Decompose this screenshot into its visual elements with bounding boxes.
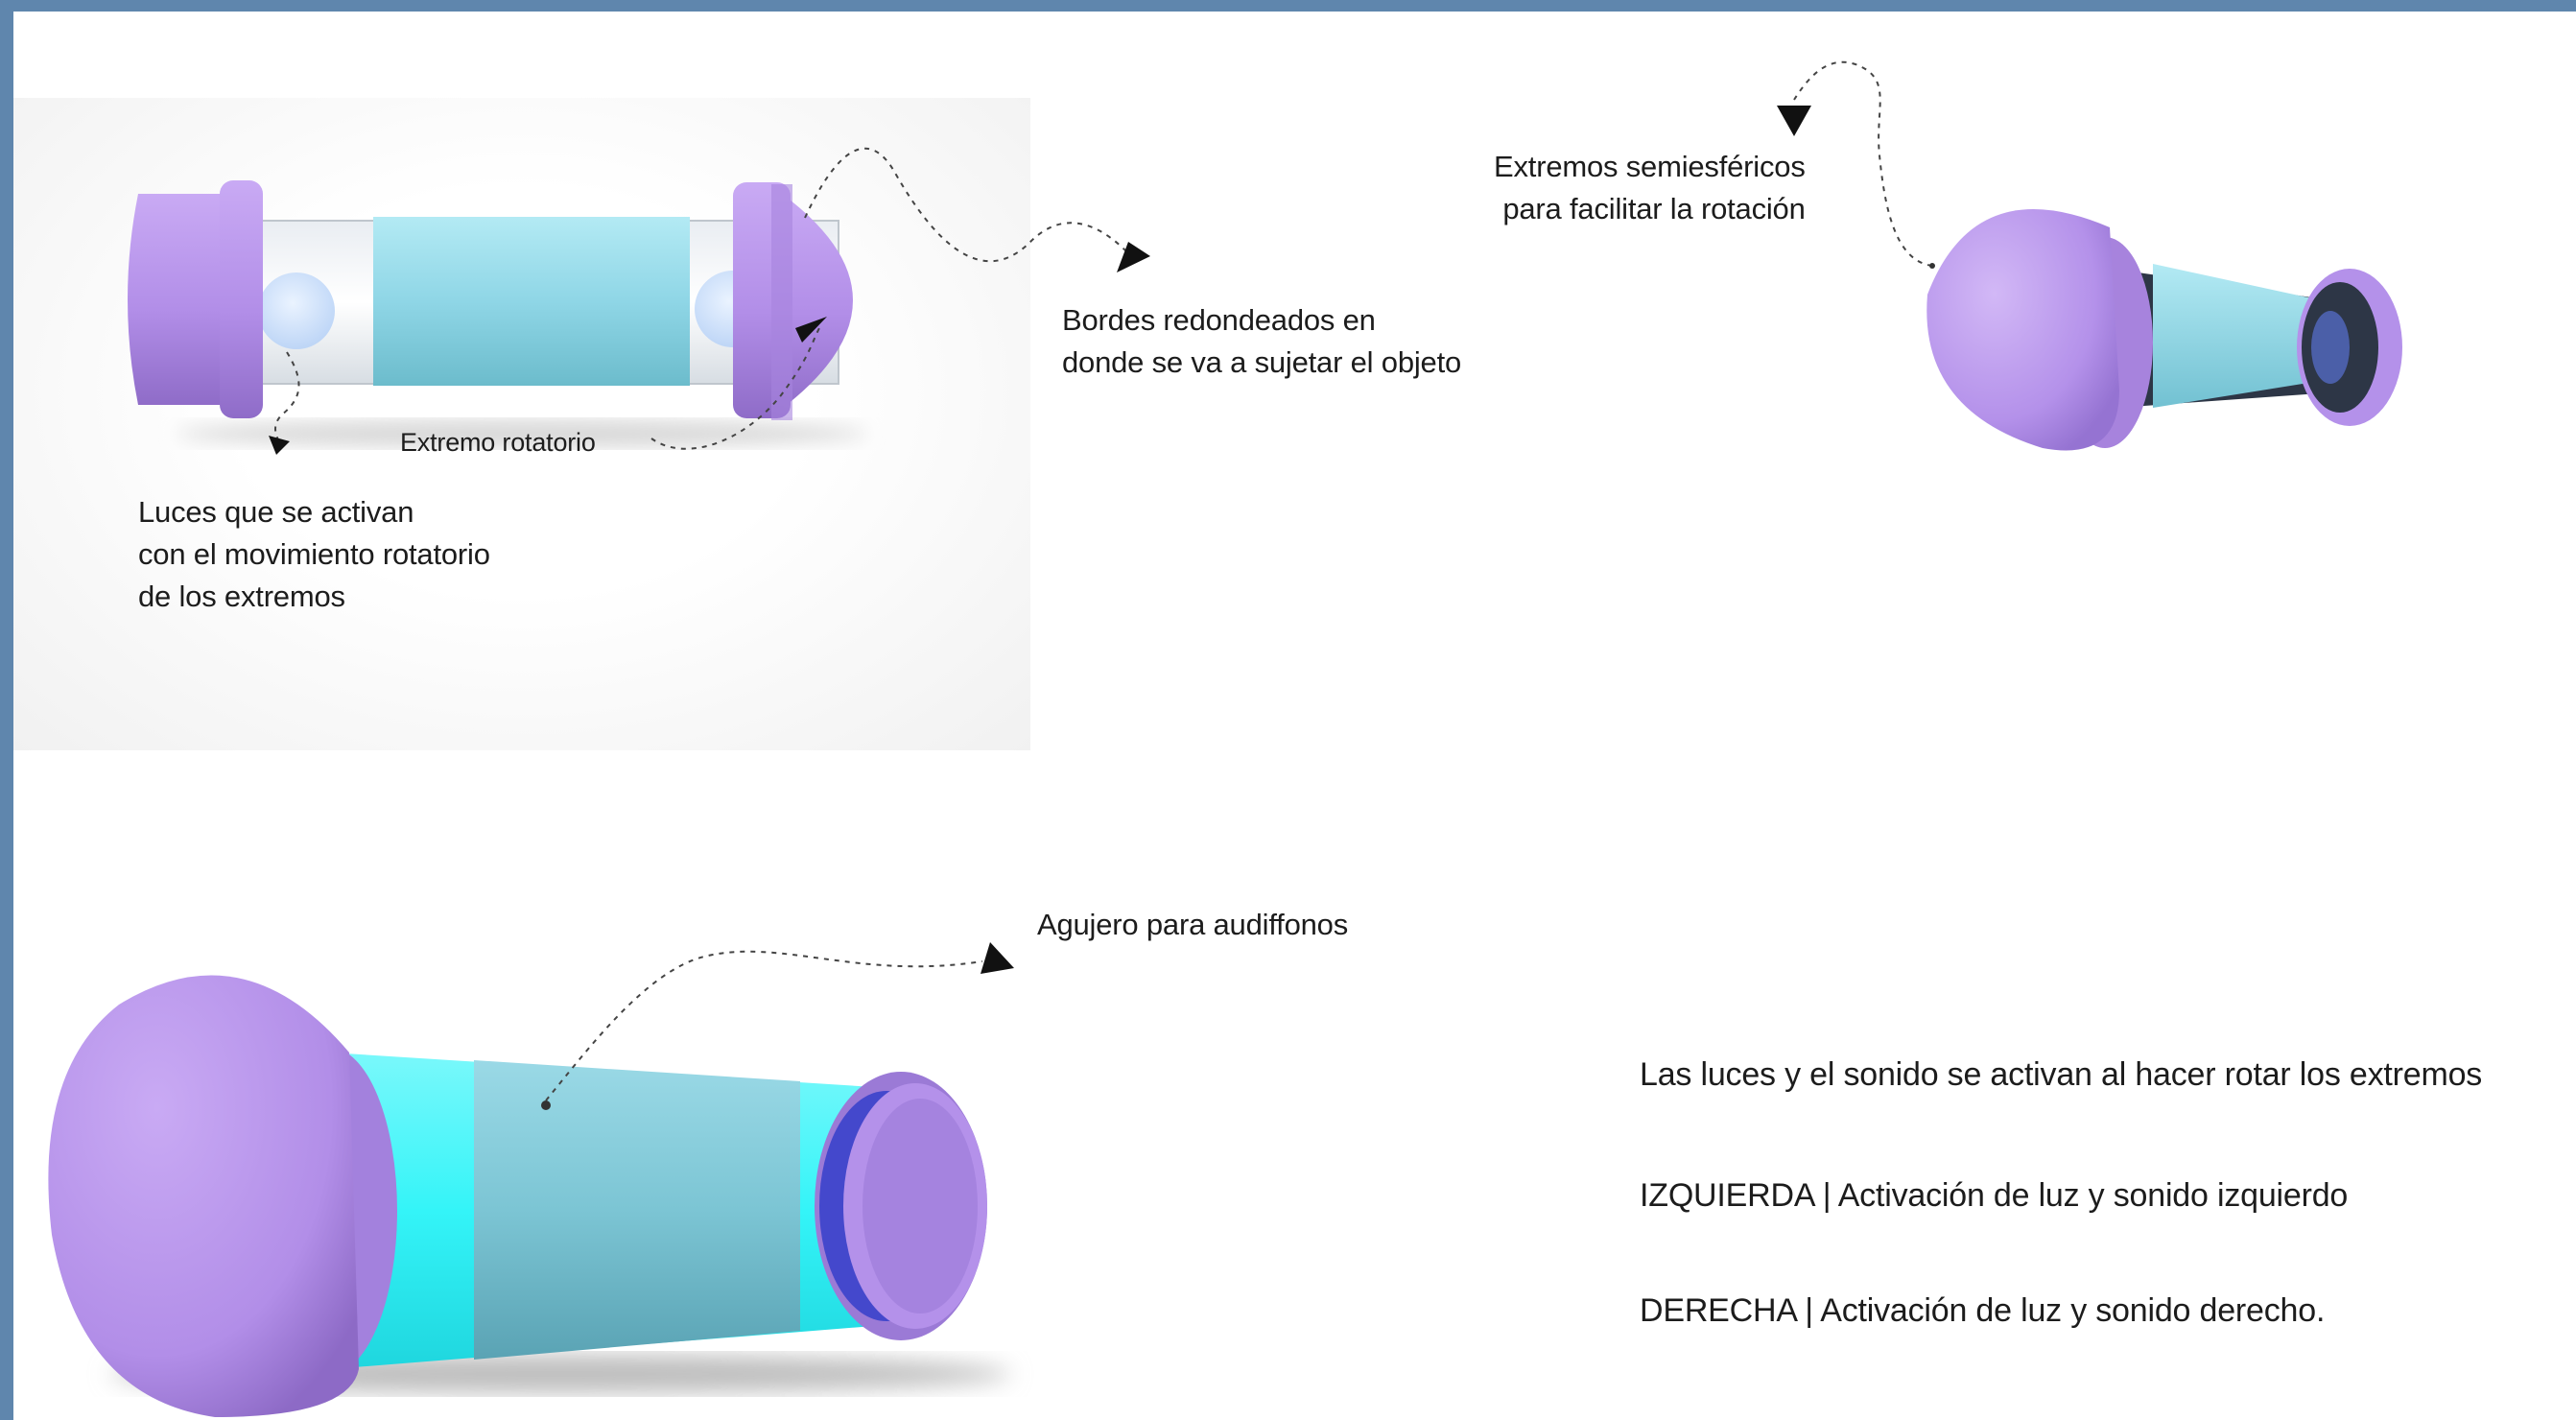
label-luces-extremos: Luces que se activan con el movimiento r… (138, 495, 490, 614)
description-derecha: DERECHA | Activación de luz y sonido der… (1640, 1292, 2326, 1329)
label-bordes-redondeados: Bordes redondeados en donde se va a suje… (1062, 303, 1462, 380)
device-render-angled (1926, 209, 2402, 451)
description-izquierda: IZQUIERDA | Activación de luz y sonido i… (1640, 1177, 2349, 1214)
product-sheet: Extremo rotatorio Luces que se activan c… (13, 12, 2576, 1420)
label-agujero-audifonos: Agujero para audiffonos (1037, 908, 1349, 941)
description-intro: Las luces y el sonido se activan al hace… (1640, 1056, 2483, 1093)
label-extremos-semiesfericos: Extremos semiesféricos para facilitar la… (1494, 150, 1806, 226)
device-render-large (48, 975, 1011, 1417)
label-extremo-rotatorio: Extremo rotatorio (400, 428, 596, 457)
device-render-transparent (128, 180, 867, 447)
